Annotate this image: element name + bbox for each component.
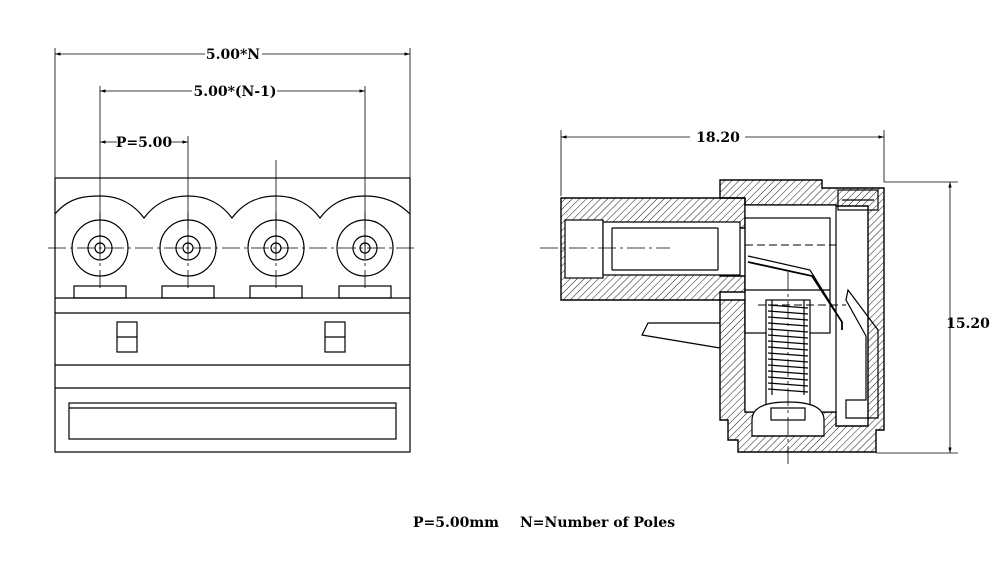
pitch-dimension: P=5.00 <box>100 135 188 151</box>
overall-width-dimension: 5.00*N <box>55 47 410 63</box>
span-dimension: 5.00*(N-1) <box>100 84 365 100</box>
front-body-outline <box>54 177 411 453</box>
depth-dimension: 18.20 <box>561 130 884 146</box>
height-label: 15.20 <box>946 316 990 332</box>
front-view: 5.00*N 5.00*(N-1) P=5.00 <box>48 47 418 453</box>
depth-label: 18.20 <box>696 130 740 146</box>
screw-terminal <box>336 212 394 290</box>
screw-terminal <box>159 212 217 290</box>
height-dimension: 15.20 <box>946 182 990 453</box>
poles-note: N=Number of Poles <box>520 515 675 531</box>
scalloped-profile <box>54 195 411 219</box>
release-latch <box>845 288 879 419</box>
side-view: 18.20 15.20 <box>540 130 990 465</box>
overall-width-label: 5.00*N <box>206 47 260 63</box>
caption: P=5.00mm N=Number of Poles <box>413 515 675 531</box>
span-label: 5.00*(N-1) <box>193 84 276 100</box>
pitch-note: P=5.00mm <box>413 515 499 531</box>
pitch-label: P=5.00 <box>116 135 173 151</box>
contact-spring <box>747 261 843 330</box>
latch-square <box>324 321 346 353</box>
screw-terminal <box>71 212 129 290</box>
screw-terminal <box>247 212 305 290</box>
bottom-slot <box>68 402 397 440</box>
main-housing <box>719 179 885 453</box>
locking-hook <box>641 322 721 349</box>
latch-square <box>116 321 138 353</box>
